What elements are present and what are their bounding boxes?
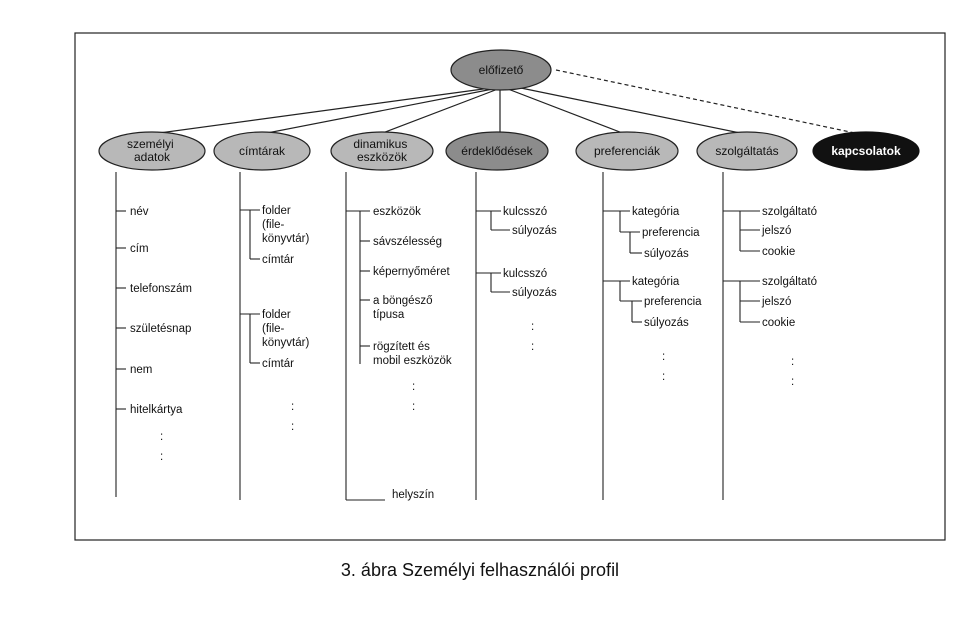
leaf-label: név xyxy=(130,206,149,218)
category-label: dinamikus xyxy=(353,137,407,151)
diagram-frame xyxy=(74,32,946,541)
ellipsis-mark: : xyxy=(662,351,665,363)
leaf-label: könyvtár) xyxy=(262,337,309,349)
leaf-label: jelszó xyxy=(761,225,791,237)
leaf-label: cím xyxy=(130,243,149,255)
leaf-label: telefonszám xyxy=(130,283,192,295)
ellipsis-mark: : xyxy=(531,341,534,353)
leaf-label: szolgáltató xyxy=(762,276,817,288)
leaf-label: címtár xyxy=(262,358,294,370)
category-node-szemelyi: személyi adatok xyxy=(98,131,206,171)
linked-label: kapcsolatok xyxy=(831,144,901,158)
leaf-label: rögzített és xyxy=(373,341,430,353)
linked-dashed-connector xyxy=(555,69,856,134)
continuation-dots: : : : : : : : : : : : : xyxy=(160,321,794,463)
ellipsis-mark: : xyxy=(662,371,665,383)
leaves-szemelyi: név cím telefonszám születésnap nem hite… xyxy=(130,206,192,416)
leaf-label: kulcsszó xyxy=(503,206,547,218)
category-node-cimtarak: címtárak xyxy=(213,131,311,171)
root-node: előfizető xyxy=(450,49,552,91)
leaf-label: szolgáltató xyxy=(762,206,817,218)
category-label: szolgáltatás xyxy=(715,144,778,158)
leaves-preferenciak: kategória preferencia súlyozás kategória… xyxy=(632,206,702,329)
category-node-erdeklodesek: érdeklődések xyxy=(445,131,549,171)
leaf-label: folder xyxy=(262,205,291,217)
leaves-szolgaltatas: szolgáltató jelszó cookie szolgáltató je… xyxy=(761,206,817,329)
category-node-szolgaltatas: szolgáltatás xyxy=(696,131,798,171)
leaf-label: jelszó xyxy=(761,296,791,308)
leaf-label: preferencia xyxy=(642,227,700,239)
ellipsis-mark: : xyxy=(412,381,415,393)
leaf-label: nem xyxy=(130,364,152,376)
leaf-label: könyvtár) xyxy=(262,233,309,245)
category-label: preferenciák xyxy=(594,144,661,158)
leaf-label: címtár xyxy=(262,254,294,266)
leaf-label: folder xyxy=(262,309,291,321)
leaves-cimtarak: folder (file- könyvtár) címtár folder (f… xyxy=(262,205,309,370)
root-label: előfizető xyxy=(479,63,524,77)
category-label: személyi xyxy=(127,137,174,151)
category-node-dinamikus: dinamikus eszközök xyxy=(330,131,434,171)
ellipsis-mark: : xyxy=(791,356,794,368)
category-label: címtárak xyxy=(239,144,286,158)
leaf-label: képernyőméret xyxy=(373,266,451,278)
svg-text:dinamikus eszközök: dinamikus eszközök xyxy=(353,137,410,164)
leaves-erdeklodesek: kulcsszó súlyozás kulcsszó súlyozás xyxy=(503,206,557,299)
leaf-label: cookie xyxy=(762,317,795,329)
leaf-label: súlyozás xyxy=(512,287,557,299)
leaf-label: helyszín xyxy=(392,489,434,501)
ellipsis-mark: : xyxy=(791,376,794,388)
leaf-label: a böngésző xyxy=(373,295,432,307)
leaf-label: típusa xyxy=(373,309,405,321)
leaf-label: kategória xyxy=(632,276,680,288)
category-label: érdeklődések xyxy=(461,144,533,158)
category-node-preferenciak: preferenciák xyxy=(575,131,679,171)
ellipsis-mark: : xyxy=(291,401,294,413)
leaf-label: súlyozás xyxy=(644,248,689,260)
leaf-label: hitelkártya xyxy=(130,404,183,416)
leaf-label: kulcsszó xyxy=(503,268,547,280)
leaf-label: kategória xyxy=(632,206,680,218)
leaf-label: eszközök xyxy=(373,206,421,218)
leaf-label: születésnap xyxy=(130,323,191,335)
ellipsis-mark: : xyxy=(160,431,163,443)
leaves-dinamikus: eszközök sávszélesség képernyőméret a bö… xyxy=(373,206,452,501)
leaf-label: mobil eszközök xyxy=(373,355,452,367)
svg-text:személyi adatok: személyi adatok xyxy=(127,137,177,164)
leaf-label: sávszélesség xyxy=(373,236,442,248)
leaf-label: súlyozás xyxy=(644,317,689,329)
category-label: eszközök xyxy=(357,150,408,164)
ellipsis-mark: : xyxy=(160,451,163,463)
figure-caption: 3. ábra Személyi felhasználói profil xyxy=(340,560,620,580)
leaf-label: súlyozás xyxy=(512,225,557,237)
leaf-label: (file- xyxy=(262,323,285,335)
leaf-label: (file- xyxy=(262,219,285,231)
ellipsis-mark: : xyxy=(291,421,294,433)
linked-node-kapcsolatok: kapcsolatok xyxy=(812,131,920,171)
ellipsis-mark: : xyxy=(531,321,534,333)
leaf-label: cookie xyxy=(762,246,795,258)
ellipsis-mark: : xyxy=(412,401,415,413)
tree-lines xyxy=(115,172,760,501)
category-label: adatok xyxy=(134,150,171,164)
leaf-label: preferencia xyxy=(644,296,702,308)
root-connectors xyxy=(151,69,856,135)
